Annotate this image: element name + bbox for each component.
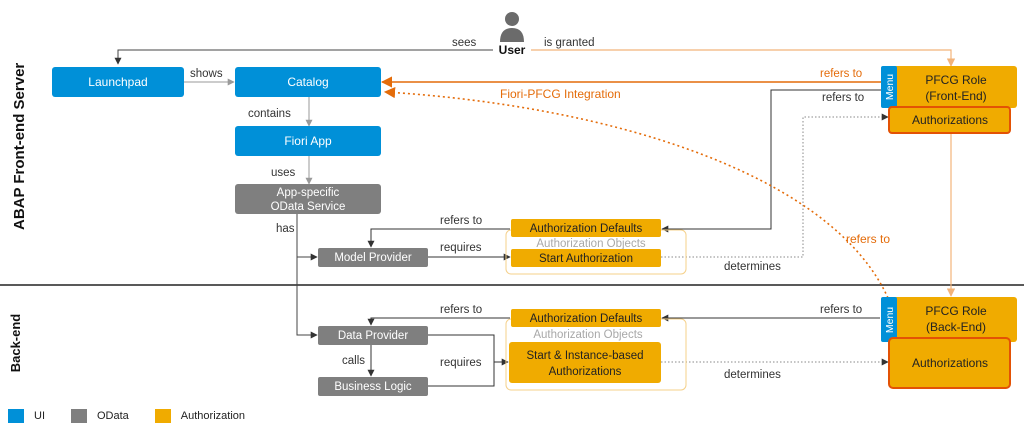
legend-item-odata: OData bbox=[71, 409, 129, 423]
node-launchpad: Launchpad bbox=[52, 67, 184, 97]
legend-swatch-odata bbox=[71, 409, 87, 423]
menu-tab-fe-label: Menu bbox=[884, 74, 896, 100]
section-label-frontend: ABAP Front-end Server bbox=[11, 62, 28, 230]
node-authorizations-fe-label: Authorizations bbox=[912, 113, 988, 127]
edge-refers-be-pfcg-label: refers to bbox=[820, 304, 862, 316]
edge-determines-fe bbox=[661, 113, 889, 258]
legend-item-authorization: Authorization bbox=[154, 409, 246, 423]
edge-refers-auth-defaults bbox=[661, 89, 888, 233]
node-model-provider-label: Model Provider bbox=[334, 252, 412, 264]
node-start-instance-line2: Authorizations bbox=[549, 366, 622, 378]
node-pfcg-fe-line1: PFCG Role bbox=[925, 73, 987, 87]
edge-fiori-pfcg-label: Fiori-PFCG Integration bbox=[500, 87, 621, 101]
node-model-provider: Model Provider bbox=[318, 248, 428, 267]
node-authorizations-fe: Authorizations bbox=[888, 106, 1011, 134]
node-odata-service: App-specific OData Service bbox=[235, 184, 381, 214]
node-fiori-app-label: Fiori App bbox=[284, 134, 332, 148]
legend: UI OData Authorization bbox=[8, 406, 271, 426]
node-pfcg-be-line1: PFCG Role bbox=[925, 304, 987, 318]
node-authorizations-be-label: Authorizations bbox=[912, 356, 988, 370]
node-authorizations-be: Authorizations bbox=[888, 337, 1011, 389]
node-start-authorization: Start Authorization bbox=[511, 249, 661, 267]
node-pfcg-be-line2: (Back-End) bbox=[926, 320, 986, 334]
node-auth-defaults-fe-label: Authorization Defaults bbox=[530, 223, 643, 235]
menu-tab-fe bbox=[881, 66, 897, 108]
node-fiori-app: Fiori App bbox=[235, 126, 381, 156]
node-data-provider-label: Data Provider bbox=[338, 330, 408, 342]
edge-refers-data-provider bbox=[367, 317, 510, 326]
group-auth-objects-fe-label: Authorization Objects bbox=[536, 238, 646, 250]
legend-label-authorization: Authorization bbox=[180, 410, 246, 422]
edge-has-data bbox=[296, 257, 318, 339]
node-pfcg-fe-line2: (Front-End) bbox=[925, 89, 986, 103]
edge-determines-fe-label: determines bbox=[724, 261, 781, 273]
node-catalog-label: Catalog bbox=[287, 75, 328, 89]
node-launchpad-label: Launchpad bbox=[88, 75, 147, 89]
edge-shows-label: shows bbox=[190, 68, 223, 80]
node-start-instance-auth: Start & Instance-based Authorizations bbox=[509, 342, 661, 383]
edge-refers-model-label: refers to bbox=[440, 215, 482, 227]
edge-calls-label: calls bbox=[342, 355, 365, 367]
edge-has-model bbox=[296, 214, 318, 261]
section-label-backend: Back-end bbox=[8, 313, 23, 373]
node-business-logic-label: Business Logic bbox=[334, 381, 412, 393]
node-odata-service-line1: App-specific bbox=[277, 187, 340, 199]
menu-tab-be bbox=[881, 297, 897, 342]
user-icon bbox=[500, 12, 524, 42]
edge-is-granted-label: is granted bbox=[544, 37, 595, 49]
edge-requires-fe-label: requires bbox=[440, 242, 482, 254]
legend-label-ui: UI bbox=[34, 410, 45, 422]
legend-label-odata: OData bbox=[97, 410, 129, 422]
node-pfcg-role-be: Menu PFCG Role (Back-End) bbox=[881, 297, 1017, 342]
edge-determines-be-label: determines bbox=[724, 369, 781, 381]
edge-refers-model bbox=[367, 228, 510, 248]
node-pfcg-role-fe: Menu PFCG Role (Front-End) bbox=[881, 66, 1017, 108]
legend-item-ui: UI bbox=[8, 409, 45, 423]
legend-swatch-authorization bbox=[154, 409, 171, 423]
edge-sees-label: sees bbox=[452, 37, 477, 49]
node-data-provider: Data Provider bbox=[318, 326, 428, 345]
edge-refers-auth-defaults-label: refers to bbox=[822, 92, 864, 104]
menu-tab-be-label: Menu bbox=[884, 307, 896, 333]
edge-contains-label: contains bbox=[248, 108, 291, 120]
user-label: User bbox=[499, 43, 526, 57]
node-auth-defaults-be: Authorization Defaults bbox=[511, 309, 661, 327]
node-odata-service-line2: OData Service bbox=[271, 201, 346, 213]
edge-requires-be-label: requires bbox=[440, 357, 482, 369]
edge-refers-be-defaults-label: refers to bbox=[440, 304, 482, 316]
node-catalog: Catalog bbox=[235, 67, 381, 97]
node-auth-defaults-fe: Authorization Defaults bbox=[511, 219, 661, 237]
node-start-instance-line1: Start & Instance-based bbox=[527, 350, 644, 362]
group-auth-objects-be-label: Authorization Objects bbox=[533, 329, 643, 341]
edge-refers-catalog-label: refers to bbox=[820, 68, 862, 80]
edge-fiori-pfcg-integration bbox=[383, 87, 889, 299]
edge-is-granted bbox=[531, 49, 956, 67]
edge-refers-dotted-label: refers to bbox=[846, 232, 890, 246]
node-auth-defaults-be-label: Authorization Defaults bbox=[530, 313, 643, 325]
edge-uses-label: uses bbox=[271, 167, 296, 179]
edge-sees bbox=[114, 49, 493, 65]
legend-swatch-ui bbox=[8, 409, 24, 423]
node-start-authorization-label: Start Authorization bbox=[539, 253, 633, 265]
node-business-logic: Business Logic bbox=[318, 377, 428, 396]
edge-has-label: has bbox=[276, 223, 295, 235]
